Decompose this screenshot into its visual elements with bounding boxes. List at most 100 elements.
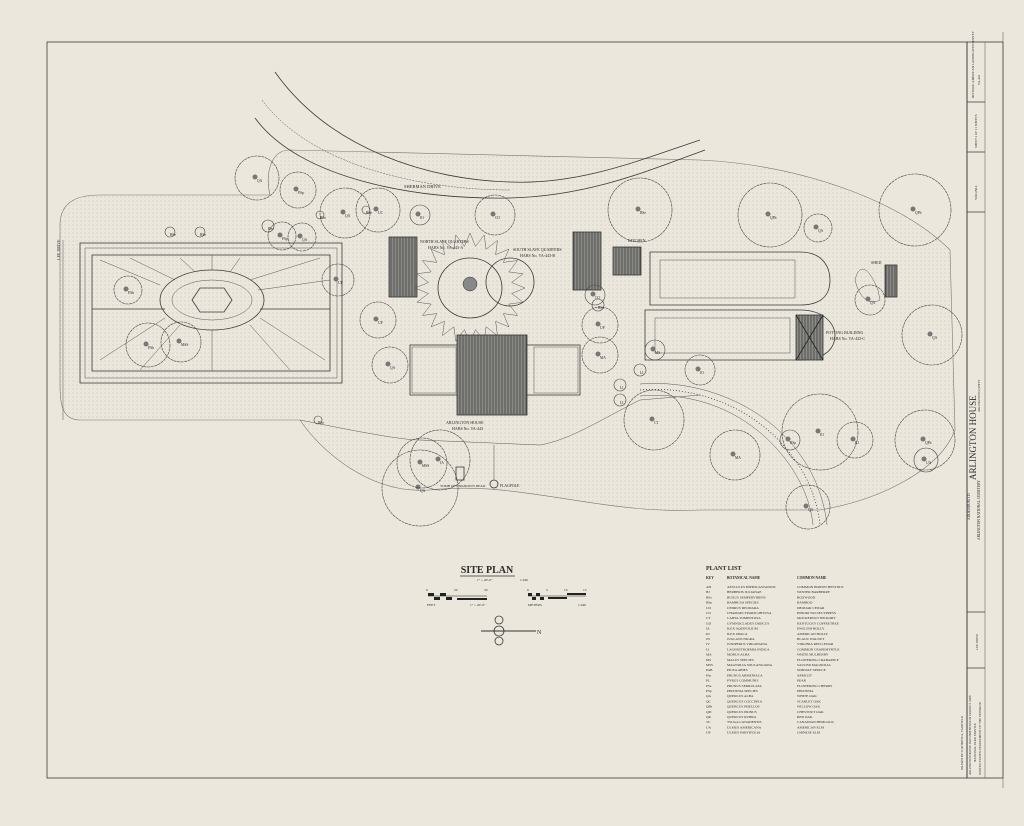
svg-text:LEE DRIVE: LEE DRIVE (975, 634, 979, 650)
north-label: N (537, 630, 542, 636)
svg-text:CEDRUS DEODARA: CEDRUS DEODARA (727, 606, 759, 610)
svg-text:CHAMAECYPARIS OBTUSA: CHAMAECYPARIS OBTUSA (727, 611, 772, 615)
tree-code-label: PSp (282, 237, 288, 241)
tree-code-label: IA (440, 461, 444, 465)
kitchen-label: KITCHEN (628, 238, 646, 243)
svg-text:PRUNUS ARMENIACA: PRUNUS ARMENIACA (727, 673, 763, 677)
svg-text:BOXWOOD: BOXWOOD (797, 595, 816, 599)
tree-code-label: PAb (148, 346, 154, 350)
svg-text:NATIONAL PARK SERVICE: NATIONAL PARK SERVICE (973, 723, 977, 762)
tree-marker (684, 354, 716, 386)
svg-text:ULMUS PARVIFOLIA: ULMUS PARVIFOLIA (727, 731, 761, 735)
svg-text:IA: IA (706, 627, 710, 631)
svg-text:BAMBOO: BAMBOO (797, 601, 813, 605)
tree-marker (894, 409, 956, 471)
tree-code-label: QPh (770, 216, 777, 220)
tree-marker (781, 393, 859, 471)
tree-marker (164, 226, 176, 238)
tree-marker (279, 171, 317, 209)
svg-text:SCARLET OAK: SCARLET OAK (797, 699, 821, 703)
south-slave-quarters-building (572, 231, 602, 291)
tree-code-label: QA (870, 301, 876, 305)
tree-code-label: QA (345, 214, 351, 218)
svg-text:0: 0 (426, 588, 428, 592)
tree-code-label: QA (818, 229, 824, 233)
tree-marker (878, 173, 952, 247)
svg-text:MS: MS (706, 658, 711, 662)
scale-ratio: 1:240 (520, 578, 528, 582)
flower-garden-parterre (79, 242, 343, 384)
tree-code-label: QA (257, 179, 263, 183)
svg-text:QUERCUS COCCINEA: QUERCUS COCCINEA (727, 699, 763, 703)
svg-text:ULMUS AMERICANA: ULMUS AMERICANA (727, 725, 762, 729)
svg-text:PICEA ABIES: PICEA ABIES (727, 668, 748, 672)
svg-text:PHOTINIA SPECIES: PHOTINIA SPECIES (727, 689, 758, 693)
north-slave-quarters-habs: HABS No. VA-443-A (428, 245, 463, 250)
svg-text:MOCKERNUT HICKORY: MOCKERNUT HICKORY (797, 616, 836, 620)
svg-text:WHITE MULBERRY: WHITE MULBERRY (797, 653, 829, 657)
svg-text:SAUCER MAGNOLIA: SAUCER MAGNOLIA (797, 663, 831, 667)
tree-marker (607, 177, 673, 243)
svg-text:AESCULUS HIPPOCASTANUM: AESCULUS HIPPOCASTANUM (727, 585, 776, 589)
tree-marker (803, 213, 833, 243)
lee-drive-label: LEE DRIVE (56, 239, 61, 260)
arlington-house-building (409, 334, 581, 416)
svg-text:PSe: PSe (706, 684, 712, 688)
potting-building-habs: HABS No. VA-443-C (830, 336, 865, 341)
svg-text:1:240: 1:240 (578, 603, 586, 607)
svg-text:ILEX OPACA: ILEX OPACA (727, 632, 748, 636)
tree-marker (613, 393, 627, 407)
svg-text:QPr: QPr (706, 710, 712, 714)
tree-code-label: BJ (855, 441, 859, 445)
svg-text:AH: AH (706, 585, 712, 589)
tree-marker (644, 339, 666, 361)
svg-text:MORUS ALBA: MORUS ALBA (727, 653, 750, 657)
tree-code-label: QA (390, 366, 396, 370)
svg-text:UA: UA (706, 725, 712, 729)
flagpole-label: FLAGPOLE (500, 484, 520, 488)
tree-marker (315, 210, 325, 220)
tree-code-label: LI (620, 386, 624, 390)
tree-marker (287, 222, 317, 252)
tomb-marker (455, 466, 465, 481)
tree-marker (409, 204, 431, 226)
tree-code-label: IO (420, 216, 424, 220)
svg-text:BSe: BSe (706, 595, 712, 599)
plant-list-header-common: COMMON NAME (797, 576, 827, 580)
tree-marker (267, 221, 297, 251)
tree-marker (194, 226, 206, 238)
tree-marker (321, 263, 355, 297)
tree-marker (234, 155, 280, 201)
svg-text:QR: QR (706, 715, 712, 719)
svg-text:FEET: FEET (427, 603, 436, 607)
svg-text:LAGERSTROEMIA INDICA: LAGERSTROEMIA INDICA (727, 647, 770, 651)
tree-marker (396, 437, 448, 489)
svg-text:QPh: QPh (706, 705, 712, 709)
svg-text:FLOWERING CHERRY: FLOWERING CHERRY (797, 684, 833, 688)
svg-text:DRAWN BY: KATHRYN A. FAIRFIELD: DRAWN BY: KATHRYN A. FAIRFIELD (960, 715, 964, 770)
svg-text:HISTORIC AMERICAN LANDSCAPES S: HISTORIC AMERICAN LANDSCAPES SURVEY (971, 30, 975, 98)
tree-code-label: CT (654, 421, 659, 425)
svg-text:RED OAK: RED OAK (797, 715, 813, 719)
svg-text:AMERICAN ELM: AMERICAN ELM (797, 725, 825, 729)
north-arrow-icon: N (481, 615, 542, 646)
tree-code-label: QPh (925, 441, 932, 445)
svg-text:PRUNUS SERRULATA: PRUNUS SERRULATA (727, 684, 762, 688)
svg-text:VA-443: VA-443 (977, 75, 981, 85)
tree-code-label: CO (495, 216, 500, 220)
plant-list-header-botanical: BOTANICAL NAME (727, 576, 761, 580)
svg-text:ENGLISH HOLLY: ENGLISH HOLLY (797, 627, 825, 631)
north-slave-quarters-label: NORTH SLAVE QUARTERS (420, 239, 469, 244)
svg-text:COMMON CRAPEMYRTLE: COMMON CRAPEMYRTLE (797, 647, 839, 651)
tree-marker (901, 304, 963, 366)
